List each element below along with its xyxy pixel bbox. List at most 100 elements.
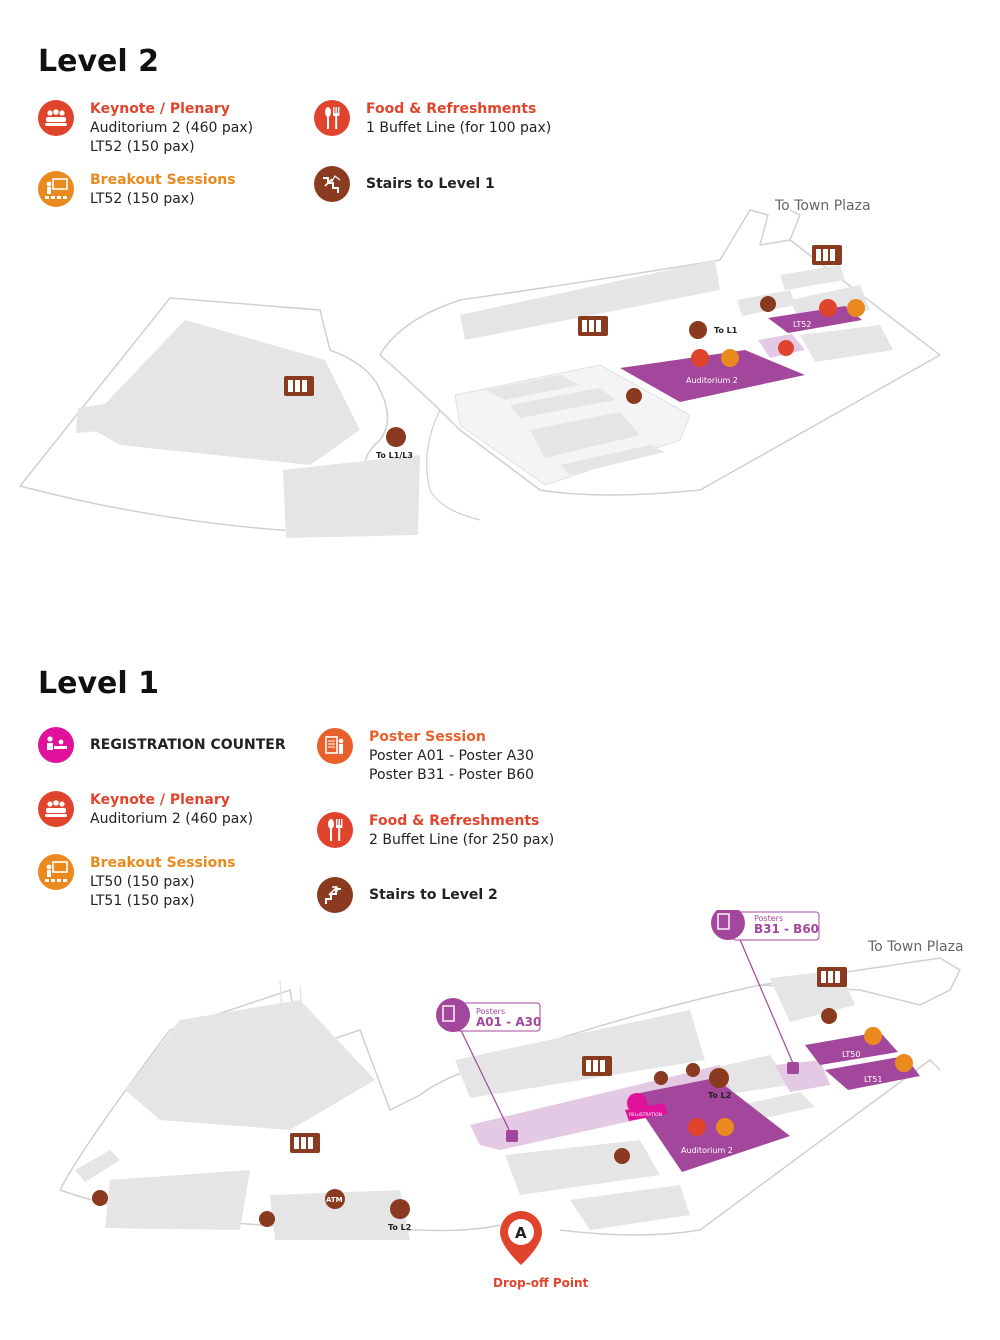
stairs-heading: Stairs to Level 2 xyxy=(369,887,498,903)
building-block xyxy=(570,1185,690,1230)
atm-label: ATM xyxy=(326,1196,343,1204)
legend-breakout-l1: Breakout Sessions LT50 (150 pax) LT51 (1… xyxy=(38,854,236,911)
level-2-map: To Town Plaza LT52 Auditorium 2 To L1 To… xyxy=(18,198,942,538)
dropoff-letter: A xyxy=(515,1224,527,1242)
building-block xyxy=(505,1140,660,1195)
posters-a-callout: Posters A01 - A30 xyxy=(436,998,541,1142)
toilet-icon xyxy=(614,1148,630,1164)
toilet-icon xyxy=(92,1190,108,1206)
presenter-icon xyxy=(716,1118,734,1136)
atm-icon xyxy=(325,1189,345,1209)
to-l2-upper-label: To L2 xyxy=(708,1091,731,1100)
poster-heading: Poster Session xyxy=(369,729,486,745)
legend-food-l1: Food & Refreshments 2 Buffet Line (for 2… xyxy=(317,812,554,850)
presenter-icon xyxy=(38,854,74,890)
building-block xyxy=(270,1190,410,1240)
breakout-line: LT52 (150 pax) xyxy=(90,191,195,207)
posters-a-label: Posters xyxy=(476,1007,505,1016)
poster-board-icon xyxy=(317,728,353,764)
food-heading: Food & Refreshments xyxy=(366,101,537,117)
legend-stairs-l1: Stairs to Level 2 xyxy=(317,877,498,913)
lift-icon xyxy=(284,376,314,396)
auditorium-room xyxy=(630,1078,790,1172)
lift-icon xyxy=(812,245,842,265)
auditorium-room xyxy=(620,350,805,402)
food-heading: Food & Refreshments xyxy=(369,813,540,829)
poster-line: Poster A01 - Poster A30 xyxy=(369,748,534,764)
fork-knife-icon xyxy=(778,340,794,356)
toilet-icon xyxy=(626,388,642,404)
fork-knife-icon xyxy=(314,100,350,136)
presenter-icon xyxy=(847,299,865,317)
registration-desk-icon xyxy=(38,727,74,763)
level-1-title: Level 1 xyxy=(38,666,159,701)
fork-knife-icon xyxy=(317,812,353,848)
building-block xyxy=(510,388,615,418)
legend-keynote-l2: Keynote / Plenary Auditorium 2 (460 pax)… xyxy=(38,100,253,157)
lift-icon xyxy=(290,1133,320,1153)
registration-desk-icon xyxy=(627,1093,647,1113)
building-block xyxy=(530,412,640,458)
lt52-label: LT52 xyxy=(793,320,811,329)
registration-heading: REGISTRATION COUNTER xyxy=(90,737,286,753)
audience-icon xyxy=(38,791,74,827)
breakout-heading: Breakout Sessions xyxy=(90,855,236,871)
posters-b-range: B31 - B60 xyxy=(754,922,819,936)
posters-b-callout: Posters B31 - B60 xyxy=(711,910,820,1074)
lift-icon xyxy=(817,967,847,987)
breakout-heading: Breakout Sessions xyxy=(90,172,236,188)
building-block xyxy=(85,320,360,465)
posters-b-label: Posters xyxy=(754,914,783,923)
food-line: 2 Buffet Line (for 250 pax) xyxy=(369,832,555,848)
legend-poster-l1: Poster Session Poster A01 - Poster A30 P… xyxy=(317,728,534,785)
auditorium-label: Auditorium 2 xyxy=(686,376,738,385)
keynote-heading: Keynote / Plenary xyxy=(90,101,230,117)
to-l1-label: To L1 xyxy=(714,326,738,335)
legend-registration-l1: REGISTRATION COUNTER xyxy=(38,727,286,763)
to-l2-lower-label: To L2 xyxy=(388,1223,411,1232)
stairs-icon xyxy=(689,321,707,339)
legend-stairs-l2: Stairs to Level 1 xyxy=(314,166,495,202)
building-block xyxy=(105,1170,250,1230)
building-block xyxy=(460,260,720,340)
building-block xyxy=(780,265,845,290)
level-2-title: Level 2 xyxy=(38,44,159,79)
building-block xyxy=(485,375,580,400)
lt50-label: LT50 xyxy=(842,1050,860,1059)
lt51-label: LT51 xyxy=(864,1075,882,1084)
stairs-heading: Stairs to Level 1 xyxy=(366,176,495,192)
presenter-icon xyxy=(721,349,739,367)
stairs-icon xyxy=(390,1199,410,1219)
building-block xyxy=(283,455,420,538)
toilet-icon xyxy=(821,1008,837,1024)
poster-line: Poster B31 - Poster B60 xyxy=(369,767,535,783)
lift-icon xyxy=(582,1056,612,1076)
registration-tag-label: REGISTRATION xyxy=(629,1112,662,1118)
building-block xyxy=(75,1150,120,1182)
building-block xyxy=(76,402,118,433)
legend-keynote-l1: Keynote / Plenary Auditorium 2 (460 pax) xyxy=(38,791,253,829)
toilet-icon xyxy=(259,1211,275,1227)
building-block xyxy=(800,325,893,362)
stairs-icon xyxy=(314,166,350,202)
breakout-line: LT51 (150 pax) xyxy=(90,893,195,909)
lt52-room xyxy=(768,306,862,333)
legend-food-l2: Food & Refreshments 1 Buffet Line (for 1… xyxy=(314,100,551,138)
dropoff-label: Drop-off Point xyxy=(493,1276,589,1290)
building-block xyxy=(455,1010,705,1098)
poster-board-icon xyxy=(787,1062,799,1074)
toilet-icon xyxy=(686,1063,700,1077)
audience-icon xyxy=(688,1118,706,1136)
audience-icon xyxy=(38,100,74,136)
keynote-line: LT52 (150 pax) xyxy=(90,139,195,155)
poster-board-icon xyxy=(506,1130,518,1142)
to-l1-l3-label: To L1/L3 xyxy=(376,451,413,460)
food-line: 1 Buffet Line (for 100 pax) xyxy=(366,120,552,136)
presenter-icon xyxy=(38,171,74,207)
legend-breakout-l2: Breakout Sessions LT52 (150 pax) xyxy=(38,171,236,209)
building-block xyxy=(560,445,665,475)
posters-a-range: A01 - A30 xyxy=(476,1015,541,1029)
stairs-icon xyxy=(386,427,406,447)
registration-tag xyxy=(625,1103,668,1121)
map-pin-icon: A xyxy=(500,1211,542,1265)
